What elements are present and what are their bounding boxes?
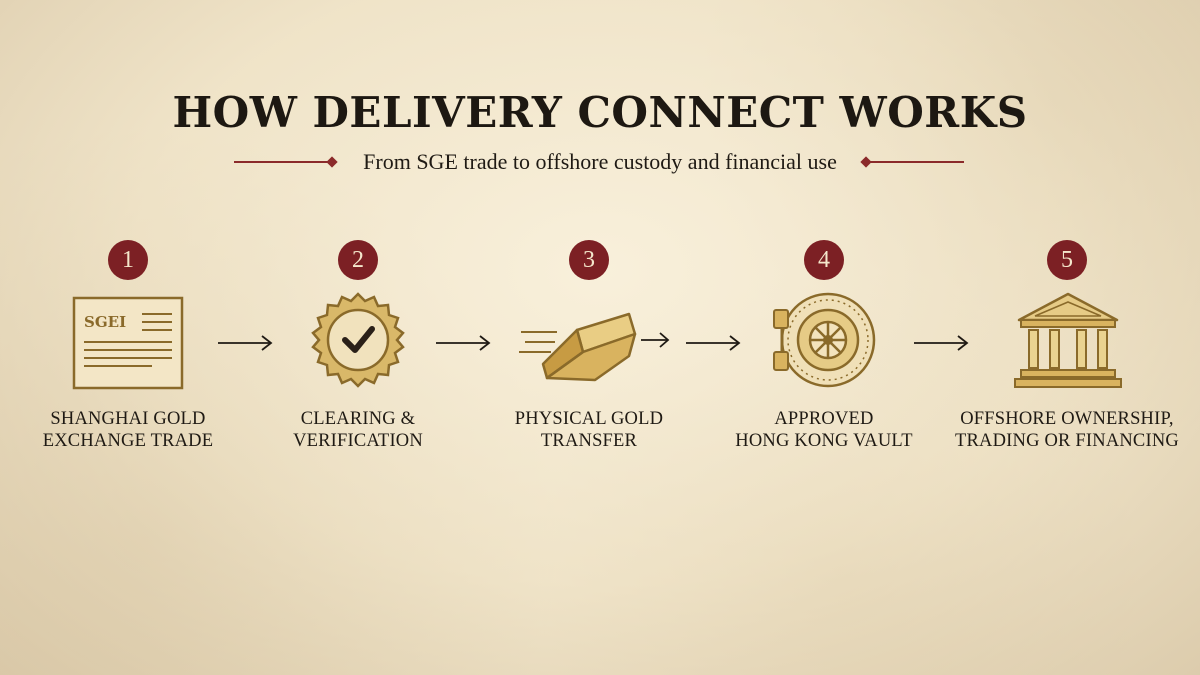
step-number-badge: 3 <box>569 240 609 280</box>
vault-door-icon <box>770 290 880 394</box>
step-label: SHANGHAI GOLD EXCHANGE TRADE <box>42 409 214 451</box>
step-number-badge: 5 <box>1047 240 1087 280</box>
subtitle-rule-right <box>868 161 964 163</box>
arrow-right-icon <box>218 335 273 351</box>
trade-document-icon: SGEI <box>72 290 184 394</box>
step-label: CLEARING & VERIFICATION <box>293 409 423 451</box>
subtitle-diamond-left <box>326 156 338 168</box>
step-label: PHYSICAL GOLD TRANSFER <box>514 409 664 451</box>
arrow-right-icon <box>436 335 491 351</box>
subtitle-row: From SGE trade to offshore custody and f… <box>0 147 1200 177</box>
document-sge-text: SGEI <box>84 313 126 331</box>
step-number-badge: 4 <box>804 240 844 280</box>
subtitle: From SGE trade to offshore custody and f… <box>363 149 837 174</box>
verified-seal-icon <box>308 290 408 394</box>
subtitle-rule-left <box>234 161 330 163</box>
arrow-right-icon <box>686 335 741 351</box>
step-label: APPROVED HONG KONG VAULT <box>735 409 913 451</box>
step-number-badge: 2 <box>338 240 378 280</box>
page-title: HOW DELIVERY CONNECT WORKS <box>172 88 1028 137</box>
arrow-right-icon <box>914 335 969 351</box>
gold-bar-icon <box>517 290 677 394</box>
bank-building-icon <box>1013 290 1123 394</box>
step-label: OFFSHORE OWNERSHIP, TRADING OR FINANCING <box>955 409 1179 451</box>
step-number-badge: 1 <box>108 240 148 280</box>
